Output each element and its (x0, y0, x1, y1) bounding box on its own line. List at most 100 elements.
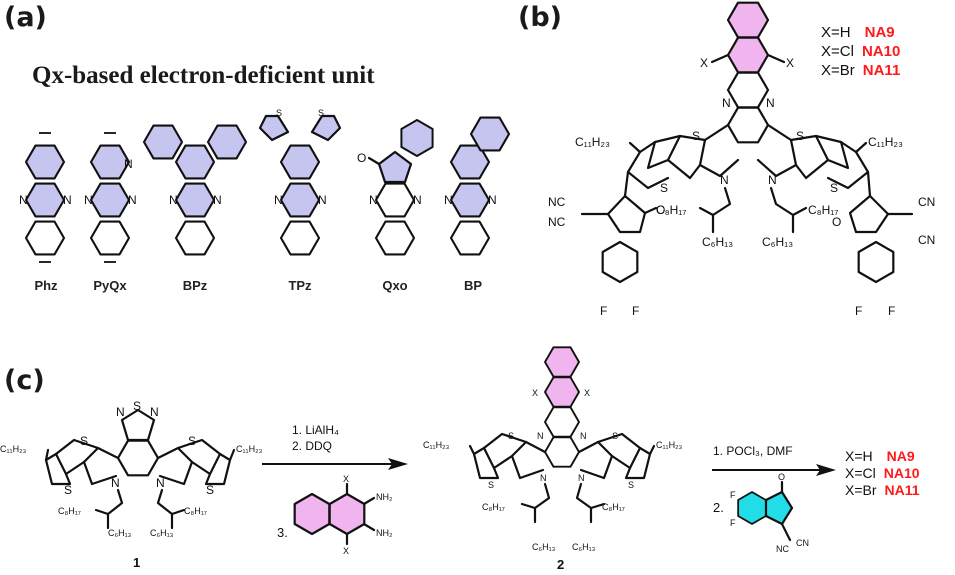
molecule-pyqx: N N N (84, 132, 137, 263)
molecule-label-pyqx: PyQx (93, 278, 127, 293)
atom-o: O (778, 472, 785, 482)
atom-n: N (578, 473, 585, 483)
atom-s: S (830, 181, 838, 195)
molecule-label-bpz: BPz (182, 278, 208, 293)
atom-n: N (156, 476, 165, 490)
step2-reagent-prefix: 2. (713, 500, 724, 515)
compound-name: NA10 (861, 43, 901, 60)
atom-nc: NC (548, 195, 566, 209)
substituent: X=Br (845, 482, 877, 498)
atom-nc: NC (776, 544, 789, 554)
alkyl-c8h17: C₈H₁₇ (482, 502, 505, 512)
atom-n: N (488, 193, 497, 207)
atom-s: S (692, 129, 700, 143)
atom-s: S (508, 431, 514, 441)
compound-name: NA11 (862, 62, 901, 79)
legend-row: X=Br NA11 (821, 61, 900, 80)
atom-cn: CN (918, 233, 935, 247)
atom-s: S (276, 108, 282, 118)
atom-n: N (720, 173, 729, 187)
atom-s: S (64, 483, 72, 497)
compound-name: NA10 (883, 465, 920, 481)
compound-number-2: 2 (557, 557, 565, 572)
atom-n: N (128, 193, 137, 207)
alkyl-c6h13: C₆H₁₃ (572, 542, 596, 552)
molecule-compound-1: N S N C₁₁H₂₃ C₁₁H₂₃ S S S S N N C₈H₁₇ C₈… (0, 399, 263, 538)
alkyl-c11h23: C₁₁H₂₃ (868, 135, 903, 149)
alkyl-c6h13: C₆H₁₃ (532, 542, 556, 552)
reaction-arrow-2 (712, 464, 836, 476)
atom-nc: NC (548, 215, 566, 229)
molecule-label-phz: Phz (34, 278, 58, 293)
atom-s: S (488, 480, 494, 490)
step1-condition-1: 1. LiAlH₄ (292, 423, 339, 437)
molecule-label-bp: BP (463, 278, 483, 293)
atom-n: N (124, 157, 133, 171)
alkyl-c11h23: C₁₁H₂₃ (236, 444, 263, 454)
alkyl-c6h13: C₆H₁₃ (108, 528, 132, 538)
molecule-label-qxo: Qxo (382, 278, 408, 293)
alkyl-c11h23: C₁₁H₂₃ (656, 440, 683, 450)
panel-label-c: (c) (4, 365, 45, 396)
atom-n: N (19, 193, 28, 207)
legend-row: X=Cl NA10 (821, 42, 900, 61)
atom-n: N (169, 193, 178, 207)
atom-n: N (318, 193, 327, 207)
atom-n: N (722, 96, 731, 110)
atom-s: S (660, 181, 668, 195)
step1-conditions: 1. LiAlH₄ 2. DDQ (292, 422, 339, 454)
atom-o: O (357, 151, 366, 165)
atom-n: N (274, 193, 283, 207)
atom-s: S (206, 483, 214, 497)
atom-f: F (730, 518, 736, 528)
substituent: X=H (821, 24, 851, 41)
alkyl-c6h13: C₆H₁₃ (702, 235, 733, 249)
atom-s: S (188, 434, 196, 448)
alkyl-c6h13: C₆H₁₃ (150, 528, 174, 538)
alkyl-c8h17: C₈H₁₇ (808, 203, 838, 217)
atom-f: F (855, 304, 862, 318)
molecule-label-tpz: TPz (288, 278, 312, 293)
atom-n: N (540, 473, 547, 483)
atom-x: X (584, 388, 590, 398)
atom-n: N (84, 193, 93, 207)
atom-f: F (600, 304, 607, 318)
reagent-diaminonaphthalene: X X NH₂ NH₂ (293, 474, 393, 556)
substituent: X=Cl (821, 43, 854, 60)
step1-reagent-prefix: 3. (277, 525, 288, 540)
molecule-tpz: S S N N (258, 108, 342, 256)
substituent: X=Br (821, 62, 855, 79)
atom-x: X (786, 56, 794, 70)
molecule-qxo: O N N (357, 119, 434, 256)
atom-n: N (150, 405, 159, 419)
step2-conditions: 1. POCl₃, DMF (713, 443, 793, 459)
alkyl-c8h17: C₈H₁₇ (184, 506, 207, 516)
atom-n: N (213, 193, 222, 207)
atom-n: N (766, 96, 775, 110)
substituent: X=Cl (845, 465, 876, 481)
legend-row: X=Cl NA10 (845, 465, 920, 482)
alkyl-c11h23: C₁₁H₂₃ (0, 444, 27, 454)
atom-x: X (343, 474, 349, 484)
atom-s: S (612, 431, 618, 441)
alkyl-c8h17: C₈H₁₇ (58, 506, 81, 516)
atom-s: S (80, 434, 88, 448)
atom-nh2: NH₂ (376, 528, 393, 538)
molecule-na-series: X X N N S S N N S S C₁₁H₂₃ C₁₁H₂₃ C₈H₁₇ … (548, 1, 935, 318)
atom-n: N (63, 193, 72, 207)
atom-s: S (318, 108, 324, 118)
reaction-arrow-1 (262, 458, 408, 470)
panel-a-heading: Qx-based electron-deficient unit (32, 62, 375, 89)
atom-f: F (888, 304, 895, 318)
atom-n: N (116, 405, 125, 419)
atom-n: N (537, 431, 544, 441)
reagent-ic-2f: O NC CN F F (730, 472, 809, 554)
step1-condition-2: 2. DDQ (292, 439, 333, 453)
atom-cn: CN (918, 195, 935, 209)
atom-n: N (444, 193, 453, 207)
